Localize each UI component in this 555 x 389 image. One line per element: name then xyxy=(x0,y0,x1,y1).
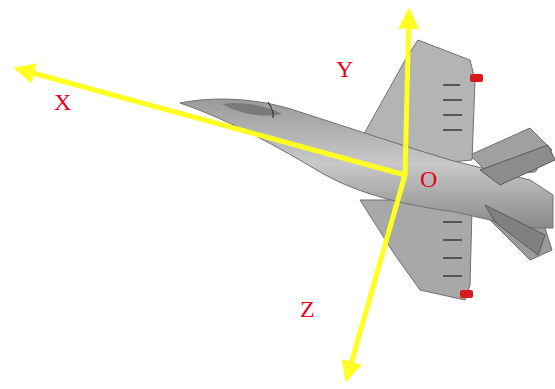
axis-label: Z xyxy=(300,296,315,322)
tail-fin xyxy=(485,205,545,255)
tail-fin xyxy=(480,145,555,185)
axis-label: Y xyxy=(336,56,353,82)
wingtip-light xyxy=(460,290,473,298)
axes xyxy=(18,12,409,378)
axis-label: X xyxy=(54,89,71,115)
wing xyxy=(360,200,472,300)
wingtip-light xyxy=(470,74,483,82)
origin-label: O xyxy=(420,166,437,192)
